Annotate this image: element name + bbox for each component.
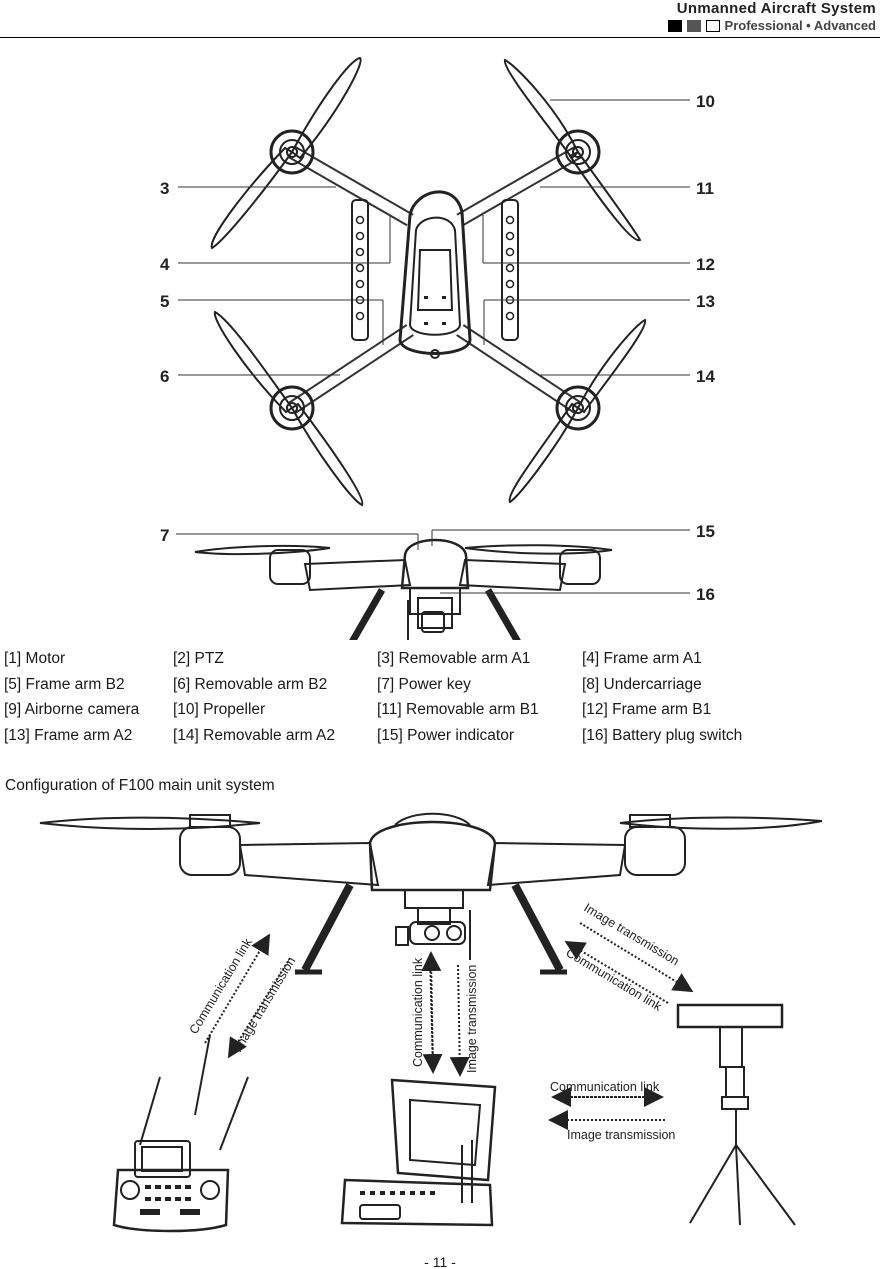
figure-caption: Configuration of F100 main unit system	[5, 777, 275, 794]
legend-item: [4] Frame arm A1	[582, 650, 702, 667]
left-image-transmission-label: Image transmission	[231, 954, 299, 1054]
left-communication-link-label: Communication link	[187, 935, 256, 1036]
system-configuration-diagram: Communication link Image transmission Co…	[39, 812, 823, 1233]
legend-item: [15] Power indicator	[377, 726, 514, 744]
callout-5: 5	[160, 292, 169, 311]
legend-item: [9] Airborne camera	[4, 701, 140, 718]
legend-item: [7] Power key	[377, 675, 471, 693]
drone-top-view-diagram: 10 3 11 4 12 5 13 6 14 7 15 16	[160, 56, 715, 640]
legend-row: [9] Airborne camera [10] Propeller [11] …	[4, 701, 880, 727]
legend-row: [5] Frame arm B2 [6] Removable arm B2 [7…	[4, 676, 880, 702]
legend-row: [13] Frame arm A2 [14] Removable arm A2 …	[4, 727, 880, 753]
legend-item: [2] PTZ	[173, 650, 224, 667]
remote-controller	[112, 1034, 249, 1233]
legend-item: [5] Frame arm B2	[4, 675, 125, 693]
legend-item: [12] Frame arm B1	[582, 701, 712, 718]
drone-front-view	[39, 812, 823, 975]
black-square-icon	[667, 19, 682, 32]
key-communication-link-label: Communication link	[550, 1080, 660, 1094]
legend-item: [13] Frame arm A2	[4, 726, 133, 744]
legend-row: [1] Motor [2] PTZ [3] Removable arm A1 […	[4, 650, 880, 676]
white-square-icon	[705, 19, 720, 32]
parts-legend: [1] Motor [2] PTZ [3] Removable arm A1 […	[4, 650, 880, 752]
legend-item: [11] Removable arm B1	[377, 701, 539, 718]
center-image-transmission-label: Image transmission	[465, 965, 479, 1073]
header-subtitle-row: Professional • Advanced	[667, 18, 876, 33]
callout-3: 3	[160, 179, 169, 198]
callout-15: 15	[696, 522, 715, 541]
callout-10: 10	[696, 92, 715, 111]
right-image-transmission-label: Image transmission	[581, 901, 681, 969]
drone-side-view	[194, 538, 613, 640]
header-subtitle: Professional • Advanced	[724, 18, 876, 33]
legend-item: [3] Removable arm A1	[377, 650, 531, 667]
legend-item: [16] Battery plug switch	[582, 726, 743, 744]
callout-16: 16	[696, 585, 715, 604]
legend-item: [14] Removable arm A2	[173, 726, 335, 744]
tripod-relay-station	[676, 1003, 796, 1226]
callout-7: 7	[160, 526, 169, 545]
page-number: - 11 -	[424, 1254, 456, 1269]
right-communication-link-label: Communication link	[563, 946, 664, 1015]
callout-11: 11	[696, 179, 714, 198]
legend-item: [6] Removable arm B2	[173, 675, 328, 693]
header-title: Unmanned Aircraft System	[676, 0, 876, 17]
callout-12: 12	[696, 255, 715, 274]
callout-4: 4	[160, 255, 170, 274]
legend-item: [1] Motor	[4, 650, 66, 667]
callout-13: 13	[696, 292, 715, 311]
callout-6: 6	[160, 367, 169, 386]
center-communication-link-label: Communication link	[411, 957, 425, 1067]
key-image-transmission-label: Image transmission	[567, 1128, 675, 1142]
header-rule	[0, 37, 880, 38]
gray-square-icon	[686, 19, 701, 32]
ground-station-case	[340, 1078, 497, 1227]
legend-item: [8] Undercarriage	[582, 675, 702, 693]
legend-item: [10] Propeller	[173, 701, 266, 718]
callout-14: 14	[696, 367, 715, 386]
